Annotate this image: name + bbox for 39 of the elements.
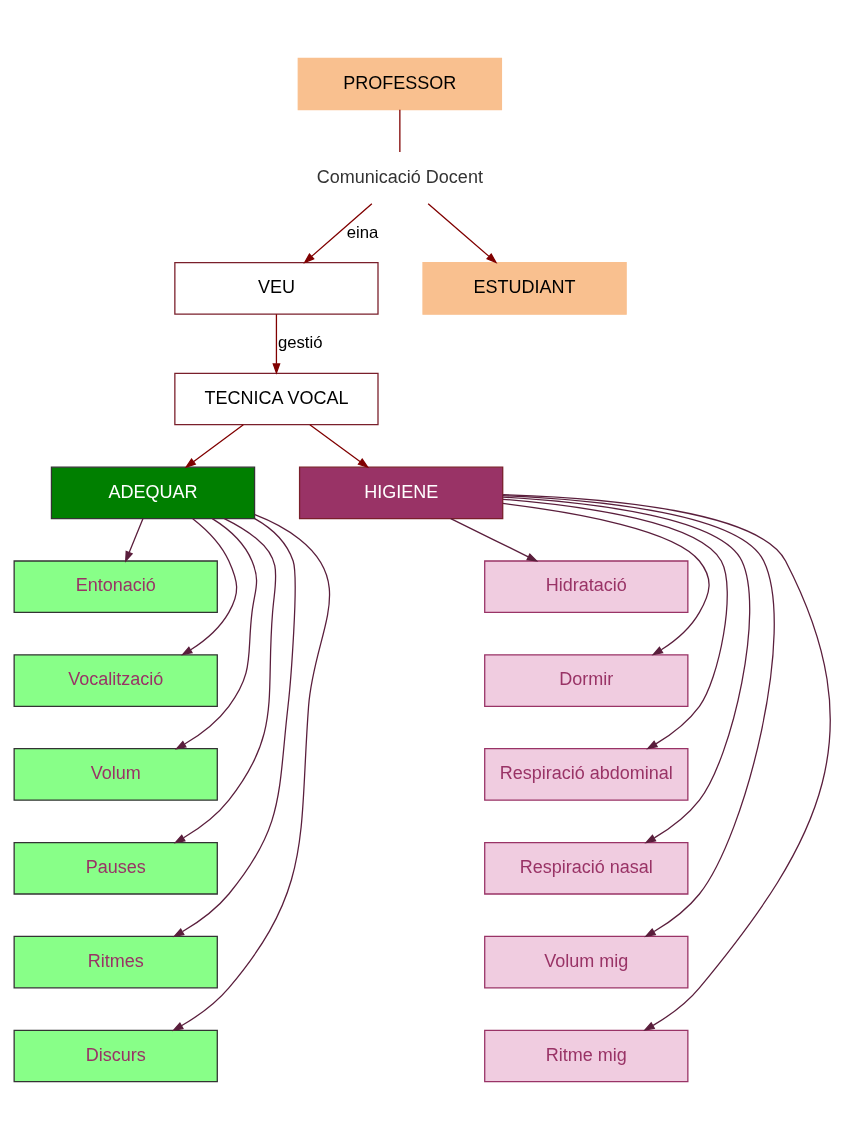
arrow [271,313,280,375]
node-box: Hidratació [483,560,688,614]
node-box: HIGIENE [298,466,503,520]
node-box: ADEQUAR [50,466,255,520]
arrow [501,496,750,844]
node-box: Volum mig [483,935,688,989]
arrow [501,495,775,938]
node-box: Discurs [13,1029,218,1083]
arrow [302,203,372,264]
node-box: Entonació [13,560,218,614]
arrow [124,517,144,563]
node-text: Comunicació Docent [316,166,483,187]
arrow [172,517,296,938]
node-box: ESTUDIANT [421,262,627,315]
connector [398,109,400,153]
arrow [449,517,538,562]
edge-label: eina [346,222,378,242]
arrow [173,518,276,844]
arrow [180,518,237,656]
node-box: VEU [173,262,379,315]
node-box: Ritme mig [483,1029,688,1083]
node-box: Volum [13,748,218,801]
node-box: PROFESSOR [297,57,502,111]
arrow [174,517,257,750]
node-box: Respiració nasal [483,841,688,895]
arrow [501,498,728,750]
arrow [501,494,831,1032]
arrow [427,203,497,264]
node-box: Vocalització [13,654,218,707]
node-box: Dormir [483,654,688,707]
node-box: Pauses [13,841,218,895]
arrow [184,424,244,469]
arrow [501,502,710,656]
node-box: TECNICA VOCAL [173,372,379,426]
arrow [171,513,330,1032]
arrow [308,424,369,469]
node-box: Ritmes [13,935,218,989]
edge-label: gestió [277,333,322,353]
node-box: Respiració abdominal [483,748,688,801]
